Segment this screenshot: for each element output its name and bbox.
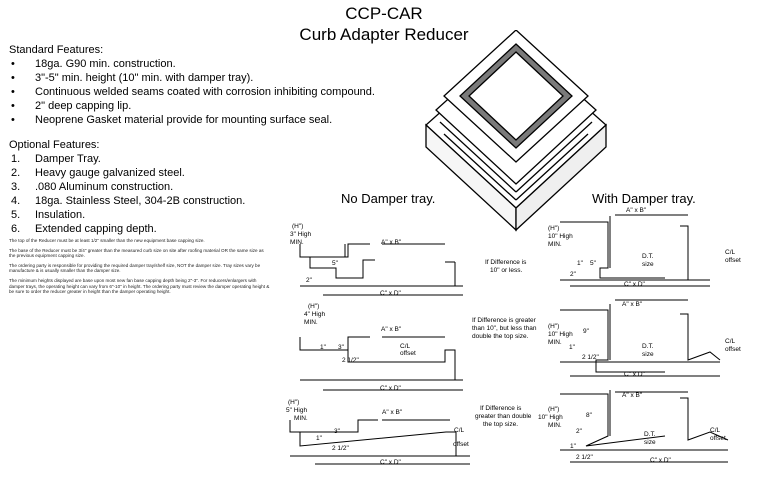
section-diagrams: (H") 3" High MIN. A" x B" 5" 2" C" x D" … bbox=[286, 207, 741, 466]
diagram-label: D.T. bbox=[644, 431, 656, 438]
diagram-label: 9" bbox=[583, 328, 590, 335]
diagram-label: 2 1/2" bbox=[582, 354, 599, 361]
diagram-label: A" x B" bbox=[622, 301, 643, 308]
diagram-label: C/L bbox=[400, 343, 411, 350]
diagram-label: MIN. bbox=[548, 339, 562, 346]
diagram-label: If Difference is bbox=[485, 259, 527, 266]
note: The top of the Reducer must be at least … bbox=[9, 238, 205, 243]
diagram-label: C" x D" bbox=[624, 371, 646, 378]
diagram-label: offset bbox=[710, 435, 726, 442]
with-damper-heading: With Damper tray. bbox=[592, 191, 696, 206]
diagram-label: 1" bbox=[320, 344, 327, 351]
diagram-label: 3" High bbox=[290, 231, 311, 238]
standard-features: Standard Features: 18ga. G90 min. constr… bbox=[9, 43, 375, 127]
diagram-label: MIN. bbox=[294, 415, 308, 422]
nd1-profile bbox=[299, 243, 370, 258]
notes: The top of the Reducer must be at least … bbox=[9, 238, 271, 299]
no-damper-heading: No Damper tray. bbox=[341, 191, 436, 206]
diagram-label: 2" bbox=[306, 277, 313, 284]
diagram-label: than 10", but less than bbox=[472, 325, 537, 332]
page-title: CCP-CAR bbox=[345, 4, 423, 23]
diagram-label: 10" High bbox=[538, 414, 563, 421]
diagram-label: (H") bbox=[548, 323, 559, 330]
diagram-label: (H") bbox=[548, 406, 559, 413]
diagram-label: A" x B" bbox=[622, 392, 643, 399]
diagram-label: MIN. bbox=[290, 239, 304, 246]
diagram-label: C" x D" bbox=[380, 459, 402, 466]
diagram-label: double the top size. bbox=[472, 333, 529, 340]
diagram-label: 2 1/2" bbox=[576, 454, 593, 461]
list-item: 4.18ga. Stainless Steel, 304-2B construc… bbox=[11, 195, 246, 207]
list-item: 3"-5" min. height (10" min. with damper … bbox=[9, 71, 375, 85]
diagram-label: offset bbox=[725, 346, 741, 353]
list-item: 1.Damper Tray. bbox=[11, 153, 101, 165]
diagram-label: D.T. bbox=[642, 343, 654, 350]
reducer-illustration bbox=[425, 30, 607, 232]
diagram-label: 8" bbox=[586, 412, 593, 419]
diagram-label: 1" bbox=[577, 260, 584, 267]
diagram-label: C" x D" bbox=[380, 290, 402, 297]
page-subtitle: Curb Adapter Reducer bbox=[299, 25, 469, 44]
diagram-label: size bbox=[642, 351, 654, 358]
list-item: Neoprene Gasket material provide for mou… bbox=[9, 113, 375, 127]
diagram-label: MIN. bbox=[548, 422, 562, 429]
diagram-label: 10" High bbox=[548, 233, 573, 240]
diagram-label: C/L bbox=[454, 427, 465, 434]
list-item: 2.Heavy gauge galvanized steel. bbox=[11, 167, 185, 179]
diagram-label: A" x B" bbox=[626, 207, 647, 214]
diagram-label: offset bbox=[400, 350, 416, 357]
diagram-label: 2" bbox=[570, 271, 577, 278]
diagram-label: 5" High bbox=[286, 407, 307, 414]
diagram-label: (H") bbox=[308, 303, 319, 310]
diagram-label: 10" or less. bbox=[490, 267, 522, 274]
diagram-label: A" x B" bbox=[381, 239, 402, 246]
diagram-label: size bbox=[642, 261, 654, 268]
diagram-label: 2" bbox=[576, 428, 583, 435]
nd1-h-label: (H") bbox=[292, 223, 303, 230]
list-item: 3..080 Aluminum construction. bbox=[11, 181, 174, 193]
diagram-label: MIN. bbox=[304, 319, 318, 326]
diagram-label: 3" bbox=[334, 428, 341, 435]
diagram-label: MIN. bbox=[548, 241, 562, 248]
diagram-label: 1" bbox=[316, 435, 323, 442]
diagram-label: offset bbox=[725, 257, 741, 264]
diagram-label: 10" High bbox=[548, 331, 573, 338]
diagram-label: C" x D" bbox=[624, 281, 646, 288]
diagram-label: 5" bbox=[590, 260, 597, 267]
list-item: 18ga. G90 min. construction. bbox=[9, 57, 375, 71]
standard-features-heading: Standard Features: bbox=[9, 44, 104, 56]
list-item: Continuous welded seams coated with corr… bbox=[9, 85, 375, 99]
diagram-label: C" x D" bbox=[380, 385, 402, 392]
diagram-label: greater than double bbox=[475, 413, 532, 420]
diagram-label: 1" bbox=[569, 344, 576, 351]
note: The ordering party is responsible for pr… bbox=[9, 262, 261, 274]
note: The minimum heights displayed are base u… bbox=[9, 277, 270, 295]
diagram-label: 3" bbox=[338, 344, 345, 351]
diagram-label: (H") bbox=[548, 225, 559, 232]
diagram-label: C/L bbox=[725, 338, 736, 345]
diagram-label: 5" bbox=[332, 260, 339, 267]
list-item: 6.Extended capping depth. bbox=[11, 223, 157, 235]
diagram-label: C/L bbox=[710, 427, 721, 434]
diagram-label: the top size. bbox=[483, 421, 518, 428]
diagram-label: D.T. bbox=[642, 253, 654, 260]
list-item: 5.Insulation. bbox=[11, 209, 86, 221]
diagram-label: C/L bbox=[725, 249, 736, 256]
diagram-label: (H") bbox=[288, 399, 299, 406]
list-item: 2" deep capping lip. bbox=[9, 99, 375, 113]
diagram-label: 4" High bbox=[304, 311, 325, 318]
diagram-label: 2 1/2" bbox=[342, 357, 359, 364]
diagram-label: C" x D" bbox=[650, 457, 672, 464]
diagram-label: A" x B" bbox=[381, 326, 402, 333]
diagram-label: If Difference is greater bbox=[472, 317, 537, 324]
diagram-label: A" x B" bbox=[382, 409, 403, 416]
diagram-label: 1" bbox=[570, 443, 577, 450]
optional-features-heading: Optional Features: bbox=[9, 139, 100, 151]
diagram-label: offset bbox=[453, 441, 469, 448]
diagram-label: 2 1/2" bbox=[332, 445, 349, 452]
diagram-label: If Difference is bbox=[480, 405, 522, 412]
diagram-label: size bbox=[644, 439, 656, 446]
optional-features: Optional Features: 1.Damper Tray. 2.Heav… bbox=[9, 138, 245, 236]
note: The base of the Reducer must be 3/4" gre… bbox=[9, 247, 264, 259]
